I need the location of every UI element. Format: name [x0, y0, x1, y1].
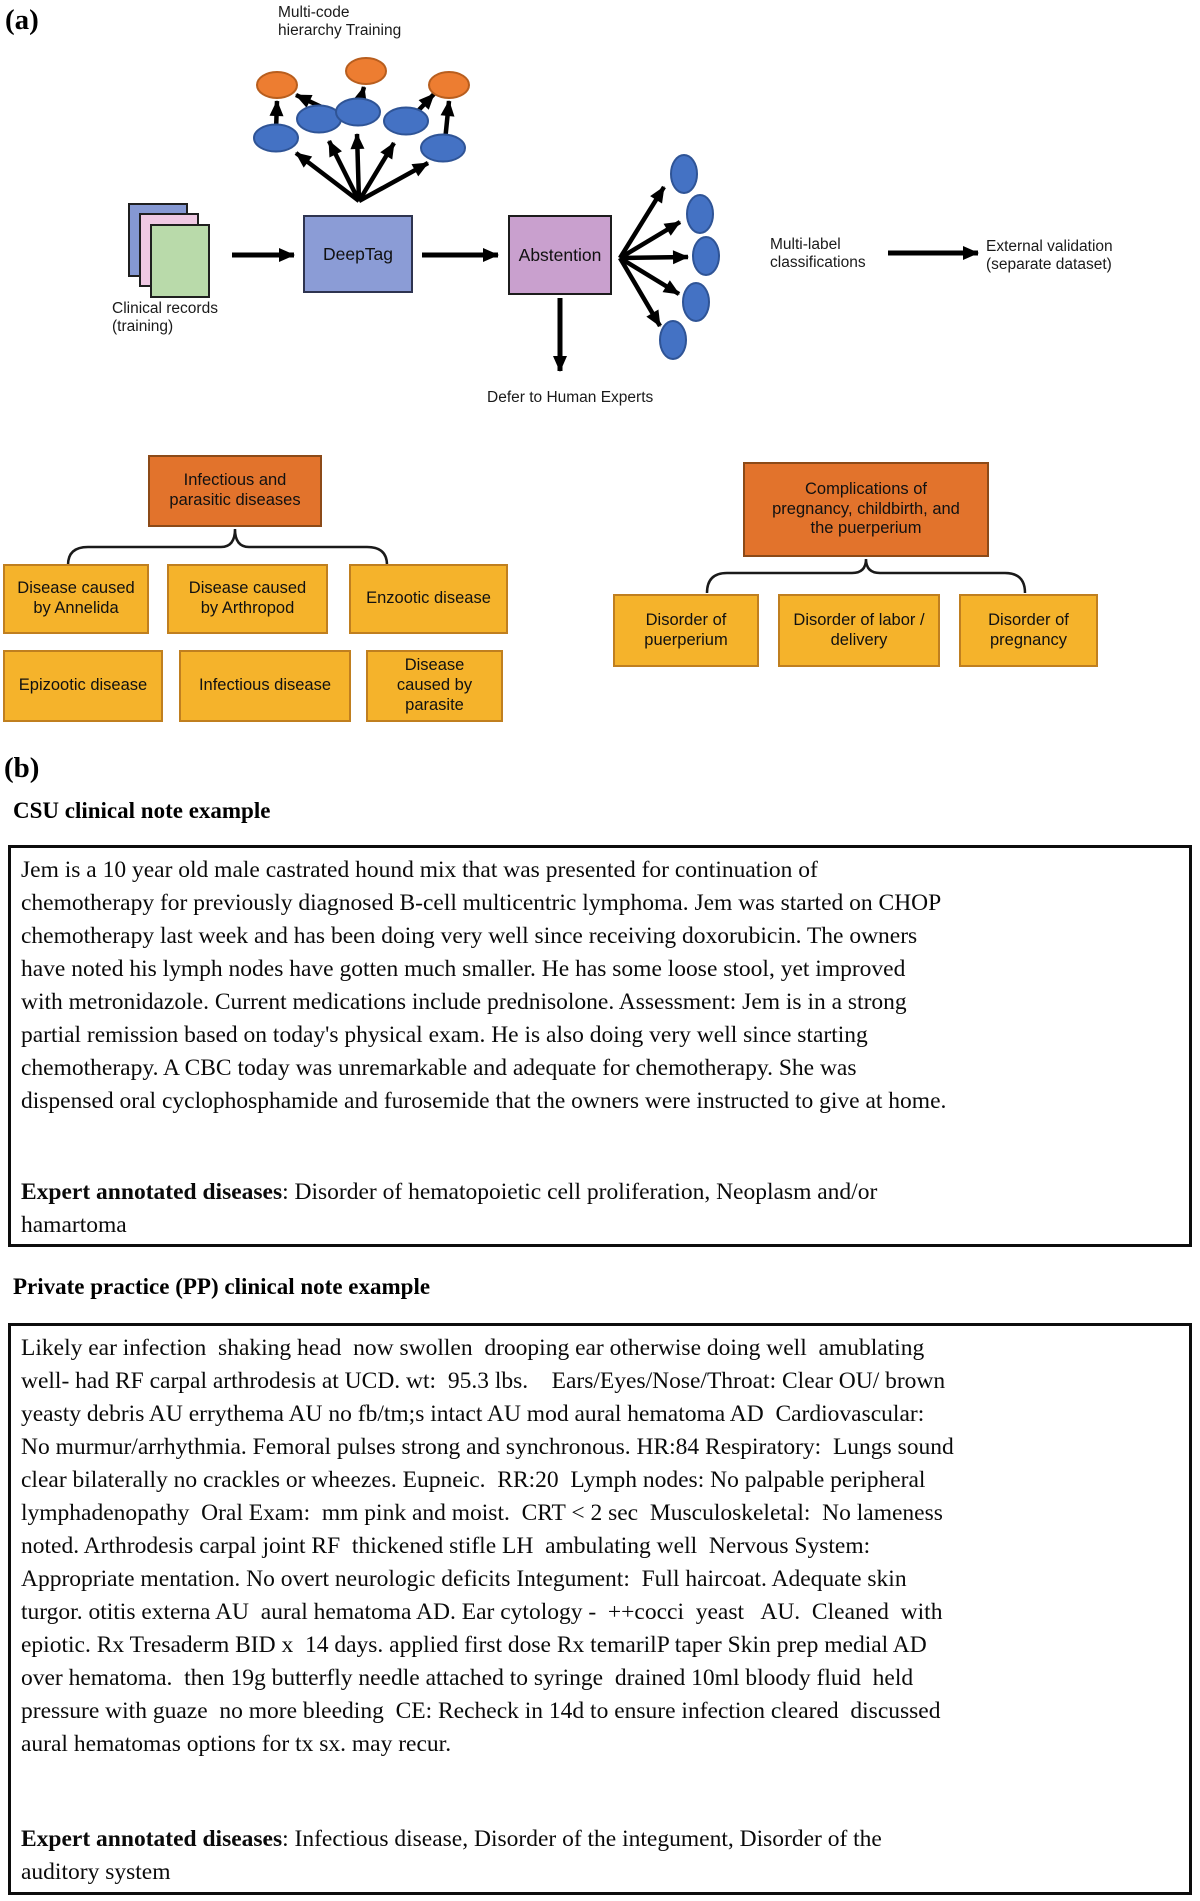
text-line: yeasty debris AU errythema AU no fb/tm;s…: [21, 1401, 925, 1427]
right-tree-child-pregnancy: Disorder of pregnancy: [959, 594, 1098, 667]
multilabel-caption-line2: classifications: [770, 254, 866, 271]
text-line: have noted his lymph nodes have gotten m…: [21, 956, 906, 982]
left-tree-child-epizootic: Epizootic disease: [3, 650, 163, 722]
external-caption-line1: External validation: [986, 238, 1113, 255]
text-line: the puerperium: [810, 519, 922, 538]
text-line: dispensed oral cyclophosphamide and furo…: [21, 1088, 947, 1114]
right-tree-child-puerperium: Disorder of puerperium: [613, 594, 759, 667]
text-line: Complications of: [805, 479, 927, 498]
csu-note-text: Jem is a 10 year old male castrated houn…: [21, 854, 1183, 1118]
multilabel-caption-line1: Multi-label: [770, 236, 841, 253]
panel-a-label: (a): [5, 4, 39, 36]
record-page-green: [150, 224, 210, 298]
csu-expert-line2: hamartoma: [21, 1212, 127, 1238]
text-line: No murmur/arrhythmia. Femoral pulses str…: [21, 1434, 954, 1460]
defer-caption: Defer to Human Experts: [487, 389, 654, 406]
multicode-caption-line2: hierarchy Training: [278, 22, 402, 39]
external-caption-line2: (separate dataset): [986, 256, 1112, 273]
records-caption-line1: Clinical records: [112, 300, 218, 317]
text-line: parasitic diseases: [169, 491, 301, 509]
multicode-caption: Multi-code hierarchy Training: [278, 4, 401, 40]
csu-note-box: Jem is a 10 year old male castrated houn…: [8, 845, 1192, 1247]
text-line: partial remission based on today's physi…: [21, 1022, 868, 1048]
text-line: well- had RF carpal arthrodesis at UCD. …: [21, 1368, 946, 1394]
deeptag-box: DeepTag: [303, 215, 413, 293]
hierarchy-parent-nodes: [256, 57, 470, 99]
csu-note-heading: CSU clinical note example: [13, 798, 271, 823]
pp-note-box: Likely ear infection shaking head now sw…: [8, 1323, 1192, 1895]
text-line: chemotherapy last week and has been doin…: [21, 923, 918, 949]
text-line: Likely ear infection shaking head now sw…: [21, 1335, 925, 1361]
text-line: Jem is a 10 year old male castrated houn…: [21, 857, 818, 883]
pipeline-diagram: [66, 57, 1027, 594]
hierarchy-child-nodes: [253, 97, 466, 163]
text-line: with metronidazole. Current medications …: [21, 989, 907, 1015]
abstention-box: Abstention: [508, 215, 612, 295]
records-caption: Clinical records (training): [112, 300, 218, 336]
records-caption-line2: (training): [112, 318, 174, 335]
text-line: Appropriate mentation. No overt neurolog…: [21, 1566, 907, 1592]
text-line: chemotherapy for previously diagnosed B-…: [21, 890, 942, 916]
csu-expert-rest: : Disorder of hematopoietic cell prolife…: [282, 1179, 878, 1205]
panel-b-label: (b): [4, 752, 40, 784]
left-tree-child-enzootic: Enzootic disease: [349, 564, 508, 634]
tree-braces: [66, 528, 1027, 594]
csu-expert-line1: Expert annotated diseases: Disorder of h…: [21, 1176, 1183, 1209]
pp-note-text: Likely ear infection shaking head now sw…: [21, 1332, 1183, 1761]
text-line: clear bilaterally no crackles or wheezes…: [21, 1467, 926, 1493]
pp-expert-annotations: Expert annotated diseases: Infectious di…: [21, 1823, 1183, 1889]
left-tree-child-arthropod: Disease caused by Arthropod: [167, 564, 328, 634]
pp-expert-line2: auditory system: [21, 1859, 171, 1885]
abstention-fan-arrows: [618, 185, 689, 328]
text-line: epiotic. Rx Tresaderm BID x 14 days. app…: [21, 1632, 927, 1658]
classification-nodes: [659, 154, 720, 360]
external-validation-caption: External validation (separate dataset): [986, 238, 1113, 274]
right-tree-child-labor-delivery: Disorder of labor / delivery: [778, 594, 940, 667]
left-tree-child-infectious: Infectious disease: [179, 650, 351, 722]
text-line: aural hematomas options for tx sx. may r…: [21, 1731, 452, 1757]
csu-expert-annotations: Expert annotated diseases: Disorder of h…: [21, 1176, 1183, 1242]
text-line: Infectious and: [183, 471, 287, 490]
pp-expert-rest: : Infectious disease, Disorder of the in…: [282, 1826, 882, 1852]
pp-expert-line1: Expert annotated diseases: Infectious di…: [21, 1823, 1183, 1856]
multicode-caption-line1: Multi-code: [278, 4, 350, 21]
pipeline-arrows: [232, 246, 979, 372]
text-line: lymphadenopathy Oral Exam: mm pink and m…: [21, 1500, 943, 1526]
text-line: pregnancy, childbirth, and: [772, 499, 960, 518]
text-line: noted. Arthrodesis carpal joint RF thick…: [21, 1533, 871, 1559]
text-line: chemotherapy. A CBC today was unremarkab…: [21, 1055, 857, 1081]
left-tree-child-parasite: Disease caused by parasite: [366, 650, 503, 722]
pp-expert-label: Expert annotated diseases: [21, 1826, 283, 1852]
text-line: over hematoma. then 19g butterfly needle…: [21, 1665, 914, 1691]
training-fan-arrows: [294, 133, 430, 203]
text-line: turgor. otitis externa AU aural hematoma…: [21, 1599, 943, 1625]
pp-note-heading: Private practice (PP) clinical note exam…: [13, 1274, 431, 1299]
text-line: pressure with guaze no more bleeding CE:…: [21, 1698, 941, 1724]
csu-expert-label: Expert annotated diseases: [21, 1179, 283, 1205]
left-tree-child-annelida: Disease caused by Annelida: [3, 564, 149, 634]
multilabel-caption: Multi-label classifications: [770, 236, 866, 272]
